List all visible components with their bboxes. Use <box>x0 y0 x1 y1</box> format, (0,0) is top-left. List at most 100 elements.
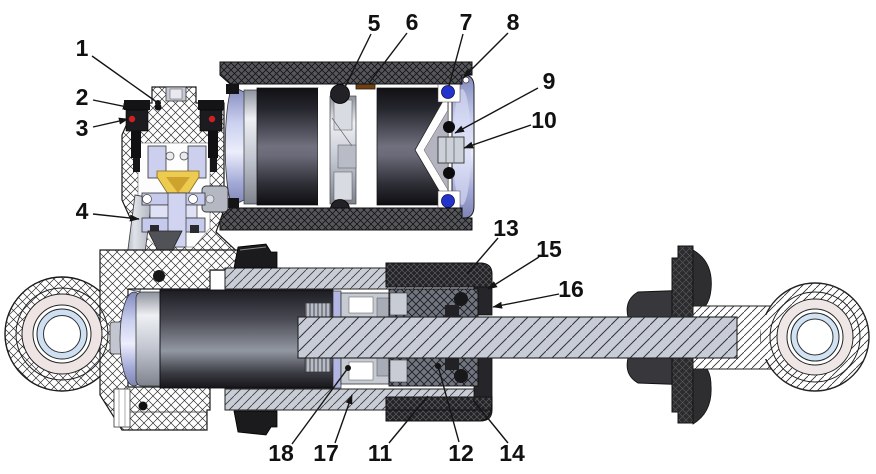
seal-oring-top <box>454 292 468 306</box>
check-ball-left <box>165 151 175 161</box>
reservoir-wall-top <box>219 61 473 85</box>
poppet-left <box>147 145 167 179</box>
callout-label-5: 5 <box>368 10 381 36</box>
callout-label-4: 4 <box>76 198 89 224</box>
valve-cone-shade <box>166 177 190 193</box>
tube-corner-seal-top <box>226 84 239 94</box>
reservoir-cap-ring <box>243 89 259 205</box>
callout-dot-1 <box>155 100 161 106</box>
eyelet-ring-outer <box>15 287 109 381</box>
piston-step-mid <box>337 144 357 169</box>
r-eyelet-bore <box>796 318 834 356</box>
callout-line-1 <box>91 55 159 104</box>
blue-seal-top <box>441 85 455 99</box>
callout-dot-12 <box>435 363 441 369</box>
tube-corner-seal-bottom <box>226 198 239 208</box>
piston-step-bottom <box>333 171 353 201</box>
eyelet-bore <box>43 315 81 353</box>
knurled-collar-bottom <box>385 396 493 422</box>
shim-bolt-right <box>188 194 198 204</box>
callout-line-11 <box>388 395 429 444</box>
callout-line-17 <box>334 394 353 444</box>
shim-clip-left <box>150 225 159 233</box>
clamp-highlight <box>239 246 267 251</box>
rib-nut-bottom <box>304 357 332 373</box>
callout-dot-18 <box>345 365 351 371</box>
spring-clamp-bottom <box>233 410 278 436</box>
reservoir-assembly <box>219 61 475 231</box>
nut-facets <box>445 137 455 163</box>
callout-label-16: 16 <box>558 276 584 302</box>
adjuster-red-dot-left <box>128 115 136 123</box>
callout-line-16 <box>492 293 560 309</box>
callout-line-13 <box>466 237 499 275</box>
seal-oring-bottom <box>454 369 468 383</box>
spring-clamp-top <box>233 243 278 269</box>
callout-label-9: 9 <box>543 68 556 94</box>
valve-block <box>121 86 245 293</box>
section-line <box>331 117 353 147</box>
callout-label-1: 1 <box>76 35 89 61</box>
r-eyelet-ring-outer <box>769 291 861 383</box>
callout-label-10: 10 <box>531 107 557 133</box>
callout-label-12: 12 <box>448 440 474 466</box>
shaft <box>297 316 738 359</box>
piston-oring-top <box>330 84 350 104</box>
callout-label-11: 11 <box>368 440 393 466</box>
wiper-bottom <box>445 358 459 370</box>
pin-bottom <box>138 401 148 411</box>
callout-label-2: 2 <box>76 84 89 110</box>
callout-line-8 <box>462 32 509 79</box>
seal-spacer-top <box>389 292 408 316</box>
shim-bolt-left <box>142 194 152 204</box>
shim-disc-top <box>332 290 342 318</box>
callout-label-13: 13 <box>493 215 519 241</box>
check-ball-right <box>179 151 189 161</box>
shaft-assembly <box>297 282 870 392</box>
callout-line-10 <box>463 124 532 149</box>
callout-line-14 <box>472 399 509 444</box>
foot-bushing <box>113 388 131 428</box>
side-fitting-bore <box>205 194 215 204</box>
callout-label-8: 8 <box>507 9 520 35</box>
adjuster-left <box>124 100 150 172</box>
valve-cap-bottom <box>443 167 455 179</box>
blue-seal-bottom <box>441 194 455 208</box>
callout-label-6: 6 <box>406 9 419 35</box>
piston-step-top <box>333 99 353 131</box>
callout-line-12 <box>437 365 460 443</box>
callout-label-7: 7 <box>460 9 473 35</box>
callout-label-14: 14 <box>499 440 525 466</box>
callout-line-7 <box>448 33 464 87</box>
callout-label-18: 18 <box>268 440 294 466</box>
callout-line-2 <box>92 99 133 110</box>
gas-valve-nut <box>437 136 465 164</box>
piston-detail-top <box>348 296 374 314</box>
pin-top <box>153 270 165 282</box>
callout-line-18 <box>291 367 349 445</box>
adjuster-right <box>198 100 224 172</box>
seal-spacer-bottom <box>389 359 408 383</box>
top-port-bore <box>169 88 183 100</box>
piston-step-r-top <box>376 297 390 318</box>
piston-detail-bottom <box>348 361 374 381</box>
callout-line-15 <box>487 256 540 290</box>
left-eyelet <box>15 287 109 381</box>
callout-label-17: 17 <box>313 440 339 466</box>
callout-line-3 <box>92 117 129 128</box>
valve-cap-top <box>443 121 455 133</box>
wiper-top <box>445 305 459 317</box>
piston-step-r-bottom <box>376 356 390 377</box>
reservoir-wall-bottom <box>219 207 473 231</box>
callout-label-3: 3 <box>76 115 89 141</box>
shim-clip-right <box>190 225 199 233</box>
knurled-collar-top <box>385 262 493 288</box>
callout-line-9 <box>454 87 539 134</box>
reservoir-cylinder-left <box>256 87 319 206</box>
bump-wing-top <box>692 249 712 315</box>
callout-label-15: 15 <box>536 236 562 262</box>
callout-line-4 <box>92 213 140 222</box>
callout-line-5 <box>344 33 372 88</box>
